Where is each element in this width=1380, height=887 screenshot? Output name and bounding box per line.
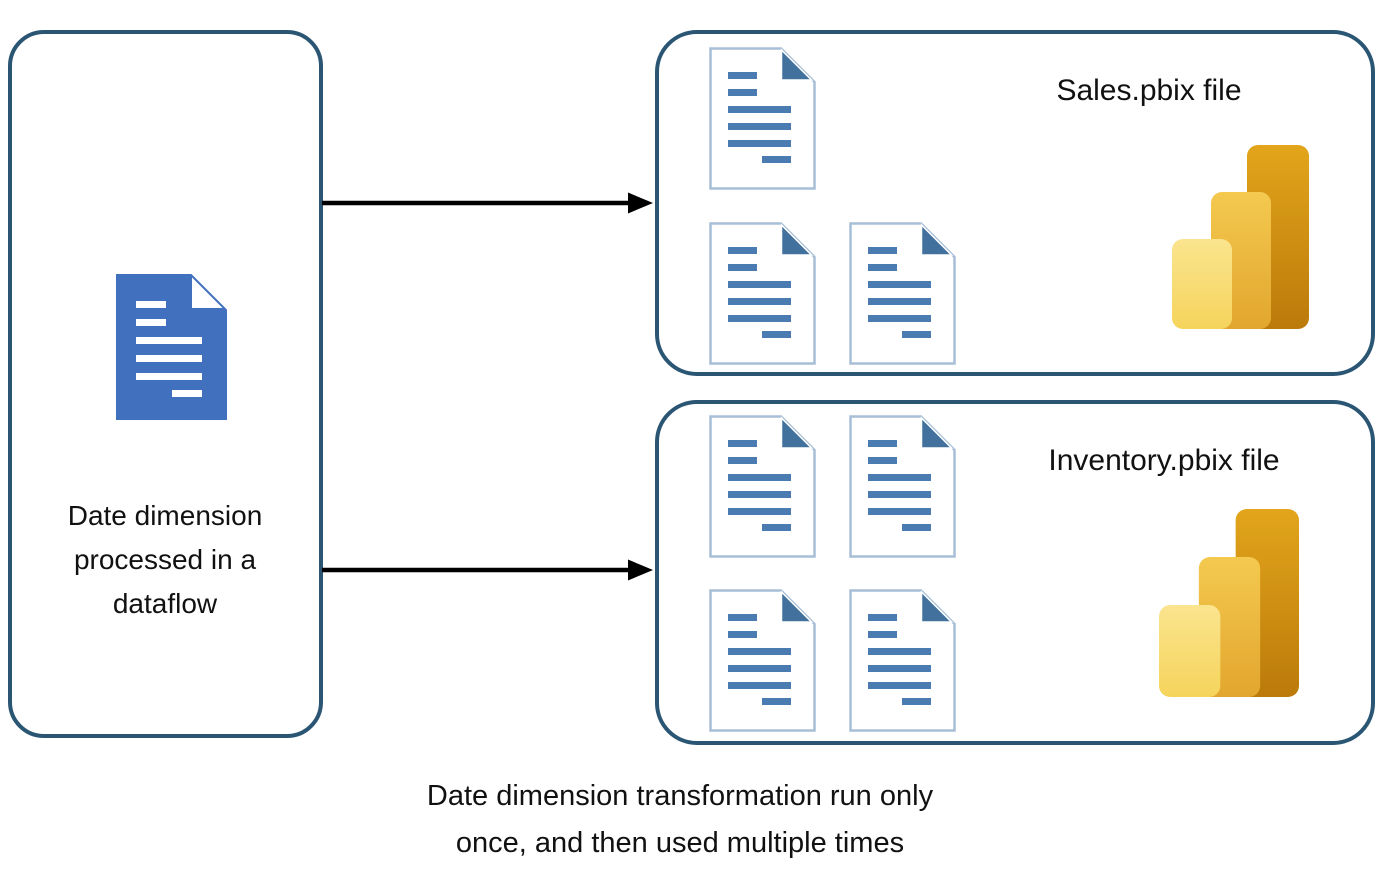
diagram-caption-line2: once, and then used multiple times xyxy=(455,827,905,859)
source-box-label: Date dimension processed in a dataflow xyxy=(67,500,263,619)
document-icon xyxy=(709,47,816,190)
arrow-to-inventory-icon xyxy=(321,552,655,588)
power-bi-logo-icon xyxy=(1172,144,1309,330)
arrow-to-sales-icon xyxy=(321,185,655,221)
sales-pbix-box: Sales.pbix file xyxy=(655,30,1375,376)
document-icon xyxy=(849,589,956,732)
dataflow-source-box: Date dimension processed in a dataflow xyxy=(8,30,323,738)
document-solid-icon xyxy=(116,274,227,420)
diagram-caption-line1: Date dimension transformation run only xyxy=(426,780,934,812)
document-icon xyxy=(849,222,956,365)
inventory-pbix-box: Inventory.pbix file xyxy=(655,400,1375,745)
power-bi-logo-icon xyxy=(1159,507,1299,699)
document-icon xyxy=(849,415,956,558)
inventory-box-title: Inventory.pbix file xyxy=(1048,444,1280,477)
sales-box-title: Sales.pbix file xyxy=(1056,74,1242,107)
document-icon xyxy=(709,415,816,558)
document-icon xyxy=(709,589,816,732)
document-icon xyxy=(709,222,816,365)
diagram-caption: Date dimension transformation run only o… xyxy=(290,773,1070,867)
